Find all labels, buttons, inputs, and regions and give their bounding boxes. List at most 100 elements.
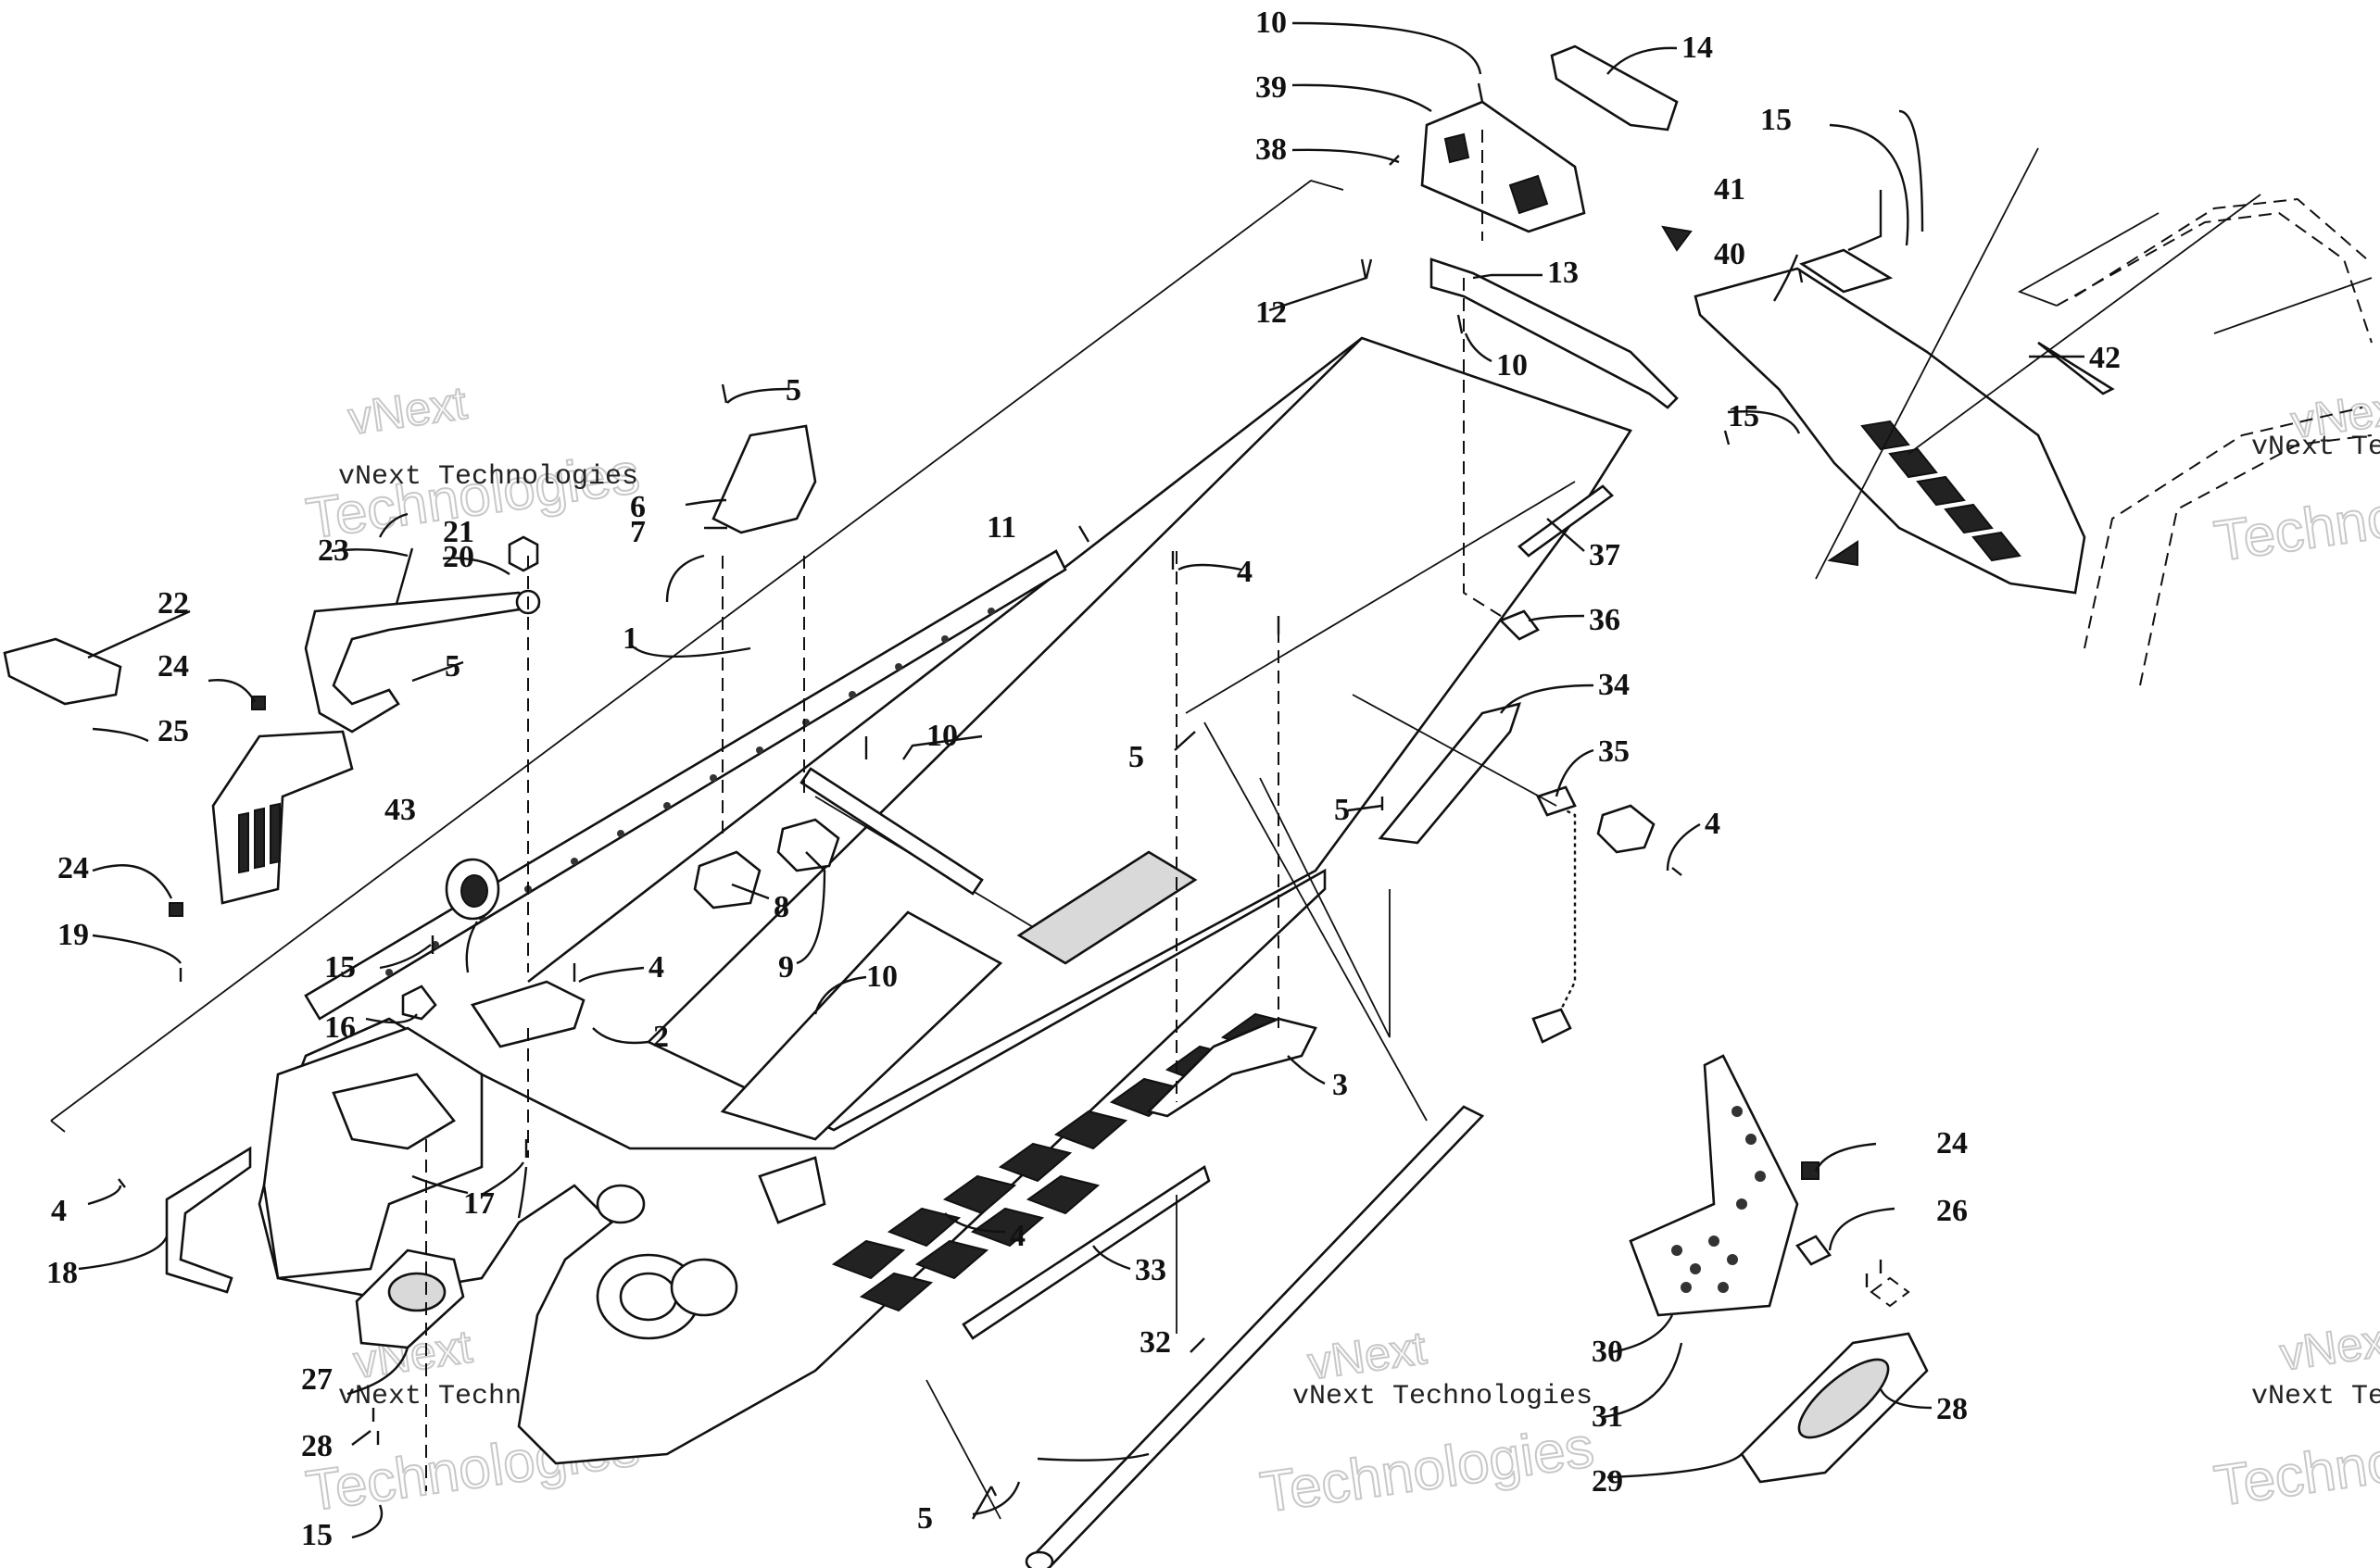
part-42-decal [2037, 341, 2115, 395]
callout-10: 10 [1255, 6, 1287, 40]
callout-38: 38 [1255, 132, 1287, 167]
guide-lines [118, 82, 1883, 1520]
small-parts [3, 44, 2373, 1568]
callout-15: 15 [1760, 103, 1792, 137]
callout-4: 4 [51, 1194, 67, 1228]
callout-5: 5 [786, 373, 801, 408]
callout-14: 14 [1681, 31, 1713, 65]
part-36-clip [1498, 609, 1540, 641]
watermark-brand: vNext [346, 377, 470, 445]
callout-5: 5 [1128, 740, 1144, 774]
callout-13: 13 [1547, 256, 1579, 290]
callout-20: 20 [443, 540, 474, 574]
callout-25: 25 [157, 714, 189, 748]
callout-7: 7 [630, 515, 646, 549]
callout-1: 1 [623, 621, 638, 656]
callout-36: 36 [1589, 603, 1620, 637]
part-39-bracket [1420, 100, 1586, 233]
callout-34: 34 [1598, 668, 1630, 702]
callout-41: 41 [1714, 172, 1745, 207]
callout-5: 5 [445, 649, 460, 684]
callout-10: 10 [1496, 348, 1528, 383]
callout-15: 15 [301, 1518, 333, 1552]
part-14-bracket [1550, 44, 1679, 132]
part-30-holes [1671, 1106, 1766, 1293]
callout-30: 30 [1592, 1335, 1623, 1369]
callout-10: 10 [866, 960, 898, 994]
callout-4: 4 [1010, 1219, 1026, 1253]
rail-holes [385, 608, 995, 976]
callout-15: 15 [324, 950, 356, 985]
callout-24: 24 [157, 649, 189, 684]
watermark-word: Technologies [1257, 1415, 1598, 1525]
fasteners [118, 82, 1883, 1497]
callout-29: 29 [1592, 1464, 1623, 1499]
callout-42: 42 [2089, 341, 2121, 375]
callout-33: 33 [1135, 1253, 1166, 1287]
part-37-strip [1517, 484, 1614, 558]
callout-17: 17 [463, 1186, 495, 1221]
callout-22: 22 [157, 586, 189, 621]
part-33-rail [962, 1164, 1211, 1340]
bumper-ribs [1860, 420, 2021, 562]
part-21-nut [508, 535, 539, 572]
watermark-company: vNext Technologies [1292, 1381, 1593, 1412]
callout-3: 3 [1332, 1068, 1348, 1102]
part-13-rail [1429, 257, 1679, 409]
part-7-bracket [711, 424, 817, 534]
callout-37: 37 [1589, 538, 1620, 572]
callout-19: 19 [57, 918, 89, 952]
callout-43: 43 [384, 793, 416, 827]
callout-23: 23 [318, 533, 349, 568]
part-2-bracket [470, 980, 586, 1048]
part-41-decal [1799, 248, 1894, 294]
part-30-plate [1629, 1054, 1799, 1317]
callout-6: 6 [630, 490, 646, 524]
callout-5: 5 [1334, 793, 1350, 827]
part-8-plate [693, 850, 762, 909]
callout-21: 21 [443, 515, 474, 549]
callout-39: 39 [1255, 70, 1287, 105]
leader-lines [78, 21, 2084, 1539]
part-18-bracket [165, 1146, 252, 1294]
callout-18: 18 [46, 1256, 78, 1290]
callout-26: 26 [1936, 1194, 1968, 1228]
callout-labels: 10 14 39 38 15 41 40 42 15 13 12 10 37 3… [46, 6, 2121, 1552]
callout-4: 4 [1237, 555, 1253, 589]
part-3-bracket [1146, 1017, 1317, 1118]
callout-11: 11 [987, 510, 1016, 545]
callout-4: 4 [649, 950, 664, 985]
callout-31: 31 [1592, 1399, 1623, 1434]
part-35-rod [1542, 799, 1577, 1038]
callout-12: 12 [1255, 295, 1287, 330]
callout-27: 27 [301, 1362, 333, 1397]
callout-40: 40 [1714, 237, 1745, 271]
callout-16: 16 [324, 1010, 356, 1045]
part-23-bolt [395, 547, 414, 605]
rear-rack-dashed [2139, 434, 2373, 686]
callout-28: 28 [301, 1429, 333, 1463]
part-20-arm [304, 591, 541, 734]
callout-15: 15 [1728, 399, 1759, 433]
part-25-shield [211, 730, 354, 905]
part-16-clip [401, 985, 437, 1021]
part-34-plate [1378, 702, 1521, 845]
callout-32: 32 [1140, 1325, 1171, 1360]
watermark-word: Technologies [2210, 464, 2380, 574]
callout-8: 8 [774, 890, 789, 924]
watermark-company: vNext Technologies [2251, 1381, 2380, 1412]
watermark-brand: vNext [1304, 1322, 1429, 1389]
watermark-brand: vNext [2277, 1312, 2380, 1380]
callout-35: 35 [1598, 734, 1630, 769]
part-22-plate [3, 637, 122, 706]
callout-28: 28 [1936, 1392, 1968, 1426]
callout-24: 24 [57, 851, 89, 885]
callout-10: 10 [926, 719, 958, 753]
callout-2: 2 [653, 1020, 669, 1054]
callout-5: 5 [917, 1501, 933, 1536]
callout-24: 24 [1936, 1126, 1968, 1160]
part-9-plate [776, 818, 840, 872]
arrow-down-left [1827, 540, 1858, 567]
arrow-up-right [1661, 225, 1693, 252]
